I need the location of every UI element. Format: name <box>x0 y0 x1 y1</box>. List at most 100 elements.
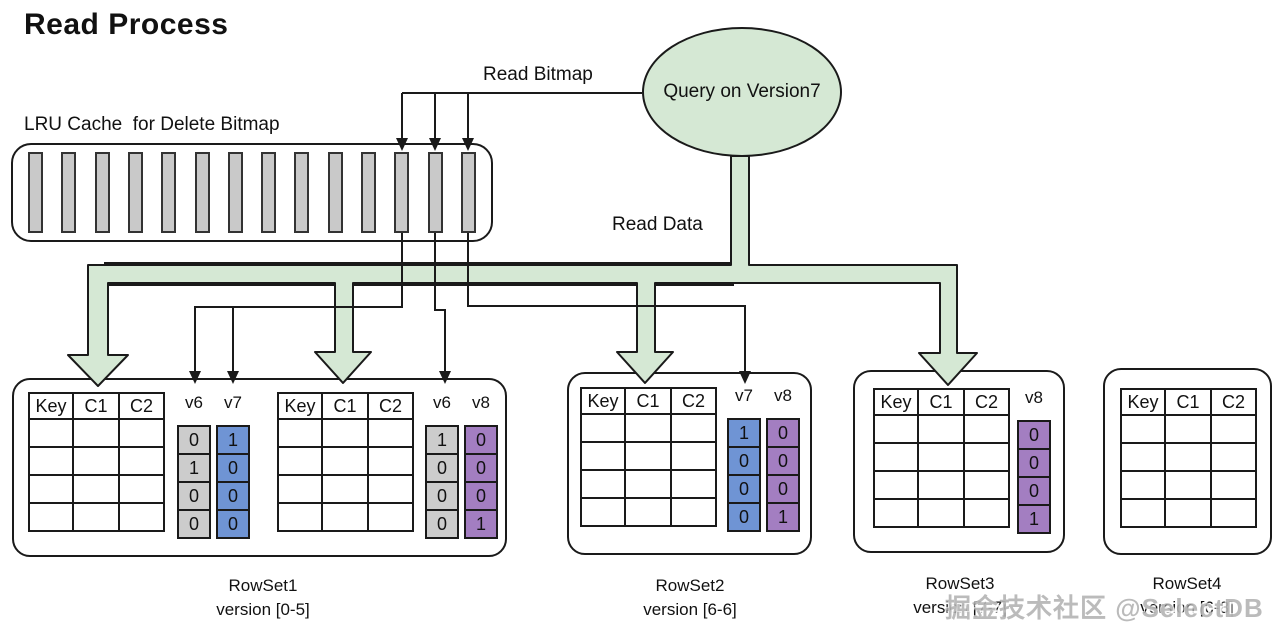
query-version-node: Query on Version7 <box>642 27 842 157</box>
bitmap-cell: 0 <box>177 425 211 455</box>
table-empty-cell <box>580 413 626 443</box>
read-data-underline <box>104 262 734 286</box>
read-bitmap-line <box>401 92 642 141</box>
lru-cache-label: LRU Cache for Delete Bitmap <box>24 114 280 135</box>
table-empty-cell <box>963 498 1010 528</box>
lru-bar <box>227 152 243 233</box>
table-empty-cell <box>1210 442 1257 472</box>
table-header-cell: Key <box>28 392 74 420</box>
table-row <box>873 498 1010 528</box>
bitmap-cell: 0 <box>1017 420 1051 450</box>
table-empty-cell <box>1210 414 1257 444</box>
page-title: Read Process <box>24 8 229 41</box>
table-empty-cell <box>321 446 369 476</box>
table-empty-cell <box>118 446 165 476</box>
table-row <box>28 474 165 504</box>
bitmap-cell: 0 <box>216 453 250 483</box>
bitmap-cell: 0 <box>177 509 211 539</box>
rowset-version: version [7-7] <box>913 598 1007 617</box>
table-empty-cell <box>670 441 717 471</box>
read-data-label: Read Data <box>612 214 703 235</box>
bitmap-cell: 0 <box>464 481 498 511</box>
table-header-cell: C2 <box>963 388 1010 416</box>
table-empty-cell <box>873 498 919 528</box>
rowset-caption: RowSet3 version [7-7] <box>860 572 1060 620</box>
bitmap-cell: 0 <box>464 425 498 455</box>
table-row <box>580 469 717 499</box>
table-empty-cell <box>1164 470 1212 500</box>
table-row <box>1120 442 1257 472</box>
table-empty-cell <box>321 474 369 504</box>
table-row <box>277 418 414 448</box>
read-bitmap-label: Read Bitmap <box>483 64 593 85</box>
table-empty-cell <box>917 470 965 500</box>
table-empty-cell <box>367 502 414 532</box>
rowset-version: version [0-5] <box>216 600 310 619</box>
rowset-name: RowSet3 <box>925 574 995 593</box>
table-header-cell: C1 <box>321 392 369 420</box>
table-empty-cell <box>1164 414 1212 444</box>
table-empty-cell <box>873 470 919 500</box>
bitmap-cell: 1 <box>766 502 800 532</box>
bitmap-cell: 0 <box>216 481 250 511</box>
bitmap-cell: 1 <box>464 509 498 539</box>
table-empty-cell <box>277 446 323 476</box>
table-empty-cell <box>917 414 965 444</box>
table-empty-cell <box>1210 470 1257 500</box>
table-empty-cell <box>624 469 672 499</box>
table-header-cell: Key <box>1120 388 1166 416</box>
table-empty-cell <box>670 497 717 527</box>
table-empty-cell <box>367 474 414 504</box>
table-row <box>28 502 165 532</box>
rowset-name: RowSet2 <box>655 576 725 595</box>
table-empty-cell <box>670 413 717 443</box>
table-empty-cell <box>72 502 120 532</box>
table-empty-cell <box>963 470 1010 500</box>
bitmap-cell: 0 <box>425 481 459 511</box>
table-empty-cell <box>321 502 369 532</box>
rowset-name: RowSet1 <box>228 576 298 595</box>
table-header-cell: C2 <box>670 387 717 415</box>
table-empty-cell <box>1120 470 1166 500</box>
table-empty-cell <box>1164 498 1212 528</box>
table-row <box>1120 470 1257 500</box>
table-empty-cell <box>277 502 323 532</box>
table-row <box>1120 498 1257 528</box>
lru-bar <box>61 152 77 233</box>
table-header-cell: C1 <box>72 392 120 420</box>
bitmap-cell: 0 <box>727 502 761 532</box>
table-header-cell: C1 <box>917 388 965 416</box>
bitmap-cell: 0 <box>1017 476 1051 506</box>
table-empty-cell <box>624 413 672 443</box>
lru-bar-referenced <box>460 152 476 233</box>
bitmap-cell: 0 <box>766 474 800 504</box>
table-empty-cell <box>963 442 1010 472</box>
table-empty-cell <box>1120 498 1166 528</box>
table-empty-cell <box>277 474 323 504</box>
bitmap-cell: 1 <box>177 453 211 483</box>
table-empty-cell <box>580 469 626 499</box>
table-empty-cell <box>118 502 165 532</box>
lru-bar <box>127 152 143 233</box>
lru-bar <box>261 152 277 233</box>
table-row <box>28 418 165 448</box>
table-header-cell: Key <box>873 388 919 416</box>
table-header-cell: Key <box>277 392 323 420</box>
table-empty-cell <box>367 446 414 476</box>
table-empty-cell <box>28 474 74 504</box>
bitmap-version-label: v6 <box>185 393 203 412</box>
table-row <box>580 497 717 527</box>
table-empty-cell <box>580 497 626 527</box>
rowset-caption: RowSet1 version [0-5] <box>163 574 363 622</box>
